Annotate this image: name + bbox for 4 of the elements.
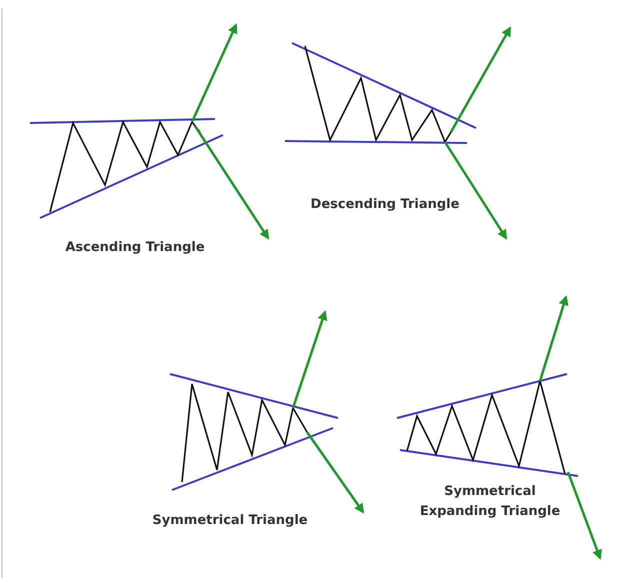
- pattern-label: Ascending Triangle: [64, 239, 206, 257]
- pattern-label: Symmetrical Triangle: [151, 512, 309, 530]
- pattern-label: Descending Triangle: [310, 196, 460, 214]
- pattern-label: Symmetrical Expanding Triangle: [418, 483, 562, 520]
